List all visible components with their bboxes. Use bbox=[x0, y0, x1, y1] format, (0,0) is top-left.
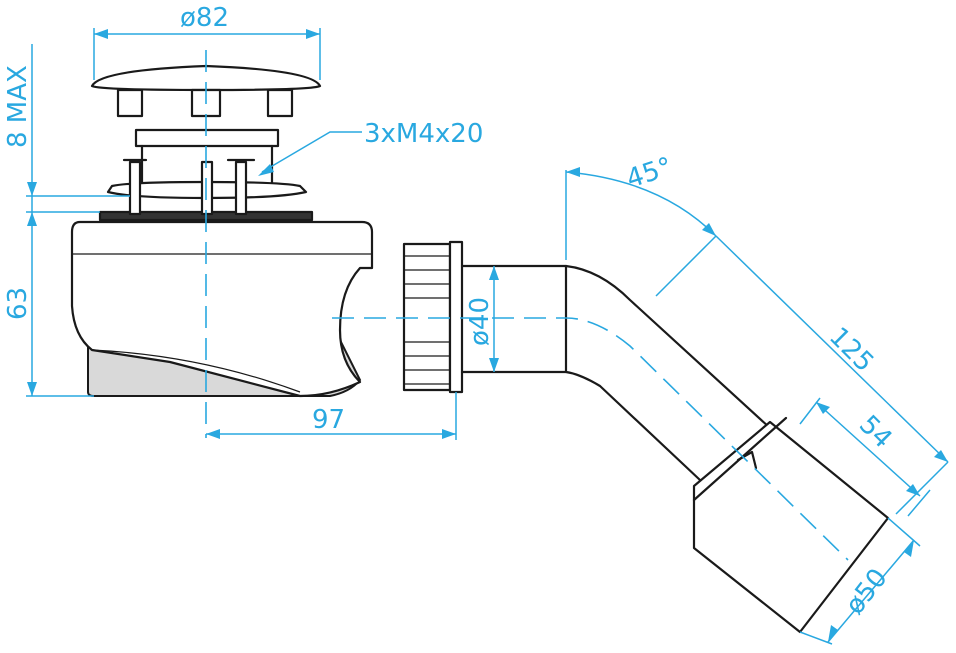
label-outlet-diameter: ø40 bbox=[465, 297, 495, 346]
label-outlet-offset: 97 bbox=[312, 405, 345, 435]
outlet-nut bbox=[402, 240, 464, 394]
drain-insert bbox=[106, 128, 308, 216]
body-lower-curve bbox=[91, 349, 301, 393]
center-lines bbox=[205, 50, 849, 561]
screw-3 bbox=[234, 160, 248, 216]
cap-leg-left bbox=[116, 88, 144, 118]
nut-grip-lines bbox=[404, 255, 450, 385]
screw-1 bbox=[128, 160, 142, 216]
pipe-bottom-edge bbox=[460, 370, 702, 482]
label-pipe-length: 125 bbox=[823, 322, 879, 378]
insert-top-ring bbox=[134, 128, 280, 148]
label-sleeve-diameter: ø50 bbox=[840, 563, 894, 620]
body-main bbox=[70, 220, 374, 398]
label-screws: 3xM4x20 bbox=[364, 119, 483, 149]
dim-cap-diameter: ø82 bbox=[93, 3, 321, 80]
pipe-top-edge bbox=[460, 264, 772, 430]
dim-screws: 3xM4x20 bbox=[258, 119, 483, 176]
cap-leg-right bbox=[266, 88, 294, 118]
dim-outlet-offset: 97 bbox=[206, 392, 457, 440]
nut-flange bbox=[448, 240, 464, 394]
label-cap-diameter: ø82 bbox=[180, 3, 229, 33]
dim-outlet-diameter: ø40 bbox=[465, 266, 499, 372]
dim-left-vertical: 8 MAX 63 bbox=[3, 44, 130, 397]
nut-body bbox=[402, 242, 452, 392]
label-height-max: 8 MAX bbox=[3, 65, 33, 148]
label-bend-angle: 45° bbox=[623, 152, 676, 195]
drain-body bbox=[70, 210, 374, 398]
outlet-pipe bbox=[460, 264, 890, 634]
label-sleeve-length: 54 bbox=[853, 410, 898, 455]
centerline-horizontal bbox=[332, 317, 849, 561]
pipe-sleeve bbox=[692, 420, 890, 634]
screw-2 bbox=[200, 160, 214, 216]
cap-dome bbox=[90, 64, 322, 92]
label-body-height: 63 bbox=[3, 287, 33, 320]
dim-bend-angle: 45° bbox=[565, 152, 717, 297]
